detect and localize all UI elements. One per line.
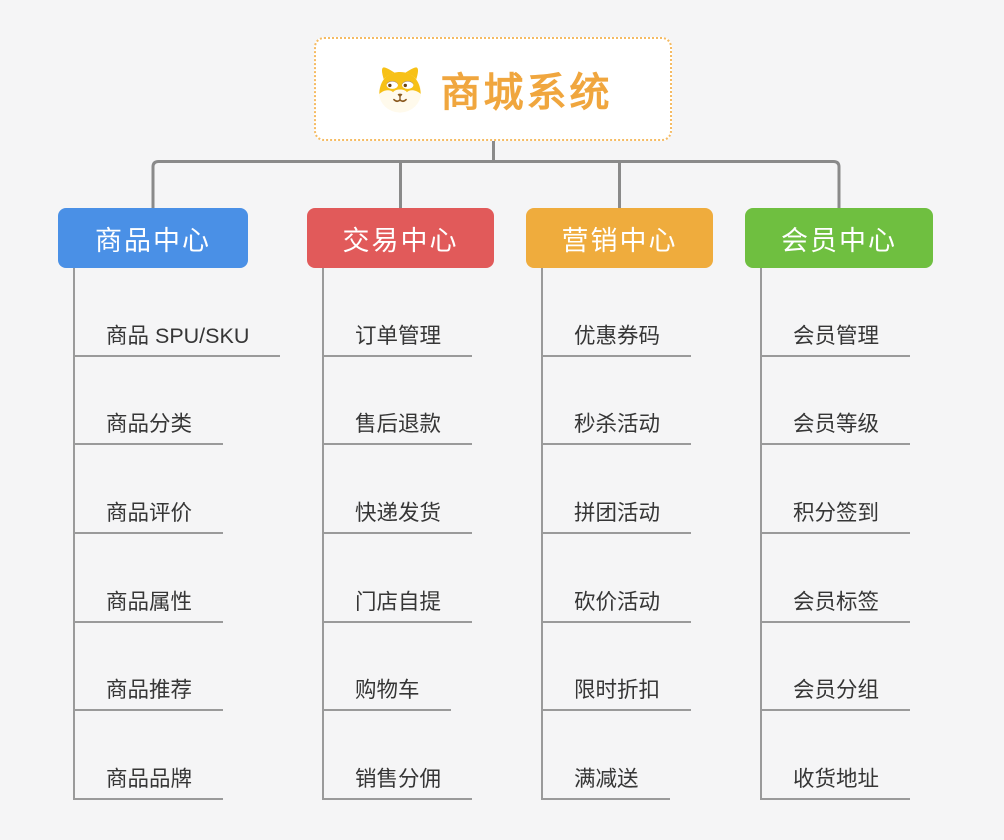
subtopic-label: 商品评价	[73, 496, 224, 535]
branch-item-list: 优惠券码 秒杀活动 拼团活动 砍价活动 限时折扣 满减送	[541, 268, 766, 801]
subtopic-label: 购物车	[322, 673, 451, 712]
subtopic-item[interactable]: 销售分佣	[322, 711, 547, 801]
subtopic-item[interactable]: 商品属性	[73, 534, 298, 623]
subtopic-item[interactable]: 商品品牌	[73, 711, 298, 801]
subtopic-item[interactable]: 会员等级	[760, 357, 985, 446]
branch-item-list: 会员管理 会员等级 积分签到 会员标签 会员分组 收货地址	[760, 268, 985, 801]
subtopic-label: 会员管理	[760, 319, 911, 357]
connector-bus-line	[151, 160, 841, 208]
subtopic-label: 会员标签	[760, 585, 911, 623]
subtopic-item[interactable]: 积分签到	[760, 445, 985, 535]
branch-node[interactable]: 商品中心	[58, 208, 248, 268]
shiba-dog-icon	[374, 63, 426, 115]
subtopic-item[interactable]: 砍价活动	[541, 534, 766, 623]
subtopic-item[interactable]: 限时折扣	[541, 623, 766, 712]
subtopic-label: 积分签到	[760, 496, 911, 535]
subtopic-label: 秒杀活动	[541, 407, 692, 446]
branch-item-list: 商品 SPU/SKU 商品分类 商品评价 商品属性 商品推荐 商品品牌	[73, 268, 298, 801]
subtopic-label: 快递发货	[322, 496, 473, 535]
subtopic-item[interactable]: 商品评价	[73, 445, 298, 535]
branch-column-4: 会员中心 会员管理 会员等级 积分签到 会员标签 会员分组 收货地址	[745, 208, 985, 801]
root-node[interactable]: 商城系统	[314, 37, 672, 141]
subtopic-item[interactable]: 拼团活动	[541, 445, 766, 535]
subtopic-item[interactable]: 秒杀活动	[541, 357, 766, 446]
branch-node-label: 会员中心	[781, 225, 897, 256]
subtopic-item[interactable]: 优惠券码	[541, 268, 766, 357]
subtopic-label: 收货地址	[760, 762, 911, 801]
subtopic-label: 会员分组	[760, 673, 911, 712]
subtopic-label: 满减送	[541, 762, 670, 801]
branch-node-label: 交易中心	[342, 225, 459, 256]
subtopic-label: 售后退款	[322, 407, 473, 446]
subtopic-item[interactable]: 会员管理	[760, 268, 985, 357]
subtopic-label: 商品 SPU/SKU	[73, 319, 281, 357]
subtopic-label: 优惠券码	[541, 319, 692, 357]
subtopic-item[interactable]: 满减送	[541, 711, 766, 801]
subtopic-label: 销售分佣	[322, 762, 473, 801]
subtopic-label: 商品推荐	[73, 673, 224, 712]
subtopic-item[interactable]: 商品 SPU/SKU	[73, 268, 298, 357]
subtopic-label: 订单管理	[322, 319, 473, 357]
subtopic-item[interactable]: 收货地址	[760, 711, 985, 801]
subtopic-item[interactable]: 商品推荐	[73, 623, 298, 712]
subtopic-label: 商品分类	[73, 407, 224, 446]
branch-column-3: 营销中心 优惠券码 秒杀活动 拼团活动 砍价活动 限时折扣 满减送	[526, 208, 766, 801]
subtopic-label: 商品属性	[73, 585, 224, 623]
branch-node[interactable]: 营销中心	[526, 208, 713, 268]
branch-item-list: 订单管理 售后退款 快递发货 门店自提 购物车 销售分佣	[322, 268, 547, 801]
branch-node[interactable]: 交易中心	[307, 208, 494, 268]
subtopic-label: 砍价活动	[541, 585, 692, 623]
subtopic-item[interactable]: 售后退款	[322, 357, 547, 446]
subtopic-label: 拼团活动	[541, 496, 692, 535]
subtopic-label: 商品品牌	[73, 762, 224, 801]
root-node-label: 商城系统	[440, 71, 613, 115]
branch-node[interactable]: 会员中心	[745, 208, 933, 268]
subtopic-label: 限时折扣	[541, 673, 692, 712]
subtopic-item[interactable]: 订单管理	[322, 268, 547, 357]
subtopic-item[interactable]: 门店自提	[322, 534, 547, 623]
subtopic-item[interactable]: 购物车	[322, 623, 547, 712]
subtopic-item[interactable]: 会员分组	[760, 623, 985, 712]
branch-column-1: 商品中心 商品 SPU/SKU 商品分类 商品评价 商品属性 商品推荐 商品品牌	[58, 208, 298, 801]
subtopic-item[interactable]: 快递发货	[322, 445, 547, 535]
subtopic-label: 会员等级	[760, 407, 911, 446]
subtopic-item[interactable]: 会员标签	[760, 534, 985, 623]
subtopic-label: 门店自提	[322, 585, 473, 623]
subtopic-item[interactable]: 商品分类	[73, 357, 298, 446]
branch-node-label: 营销中心	[561, 225, 678, 256]
branch-node-label: 商品中心	[95, 225, 211, 256]
branch-column-2: 交易中心 订单管理 售后退款 快递发货 门店自提 购物车 销售分佣	[307, 208, 547, 801]
